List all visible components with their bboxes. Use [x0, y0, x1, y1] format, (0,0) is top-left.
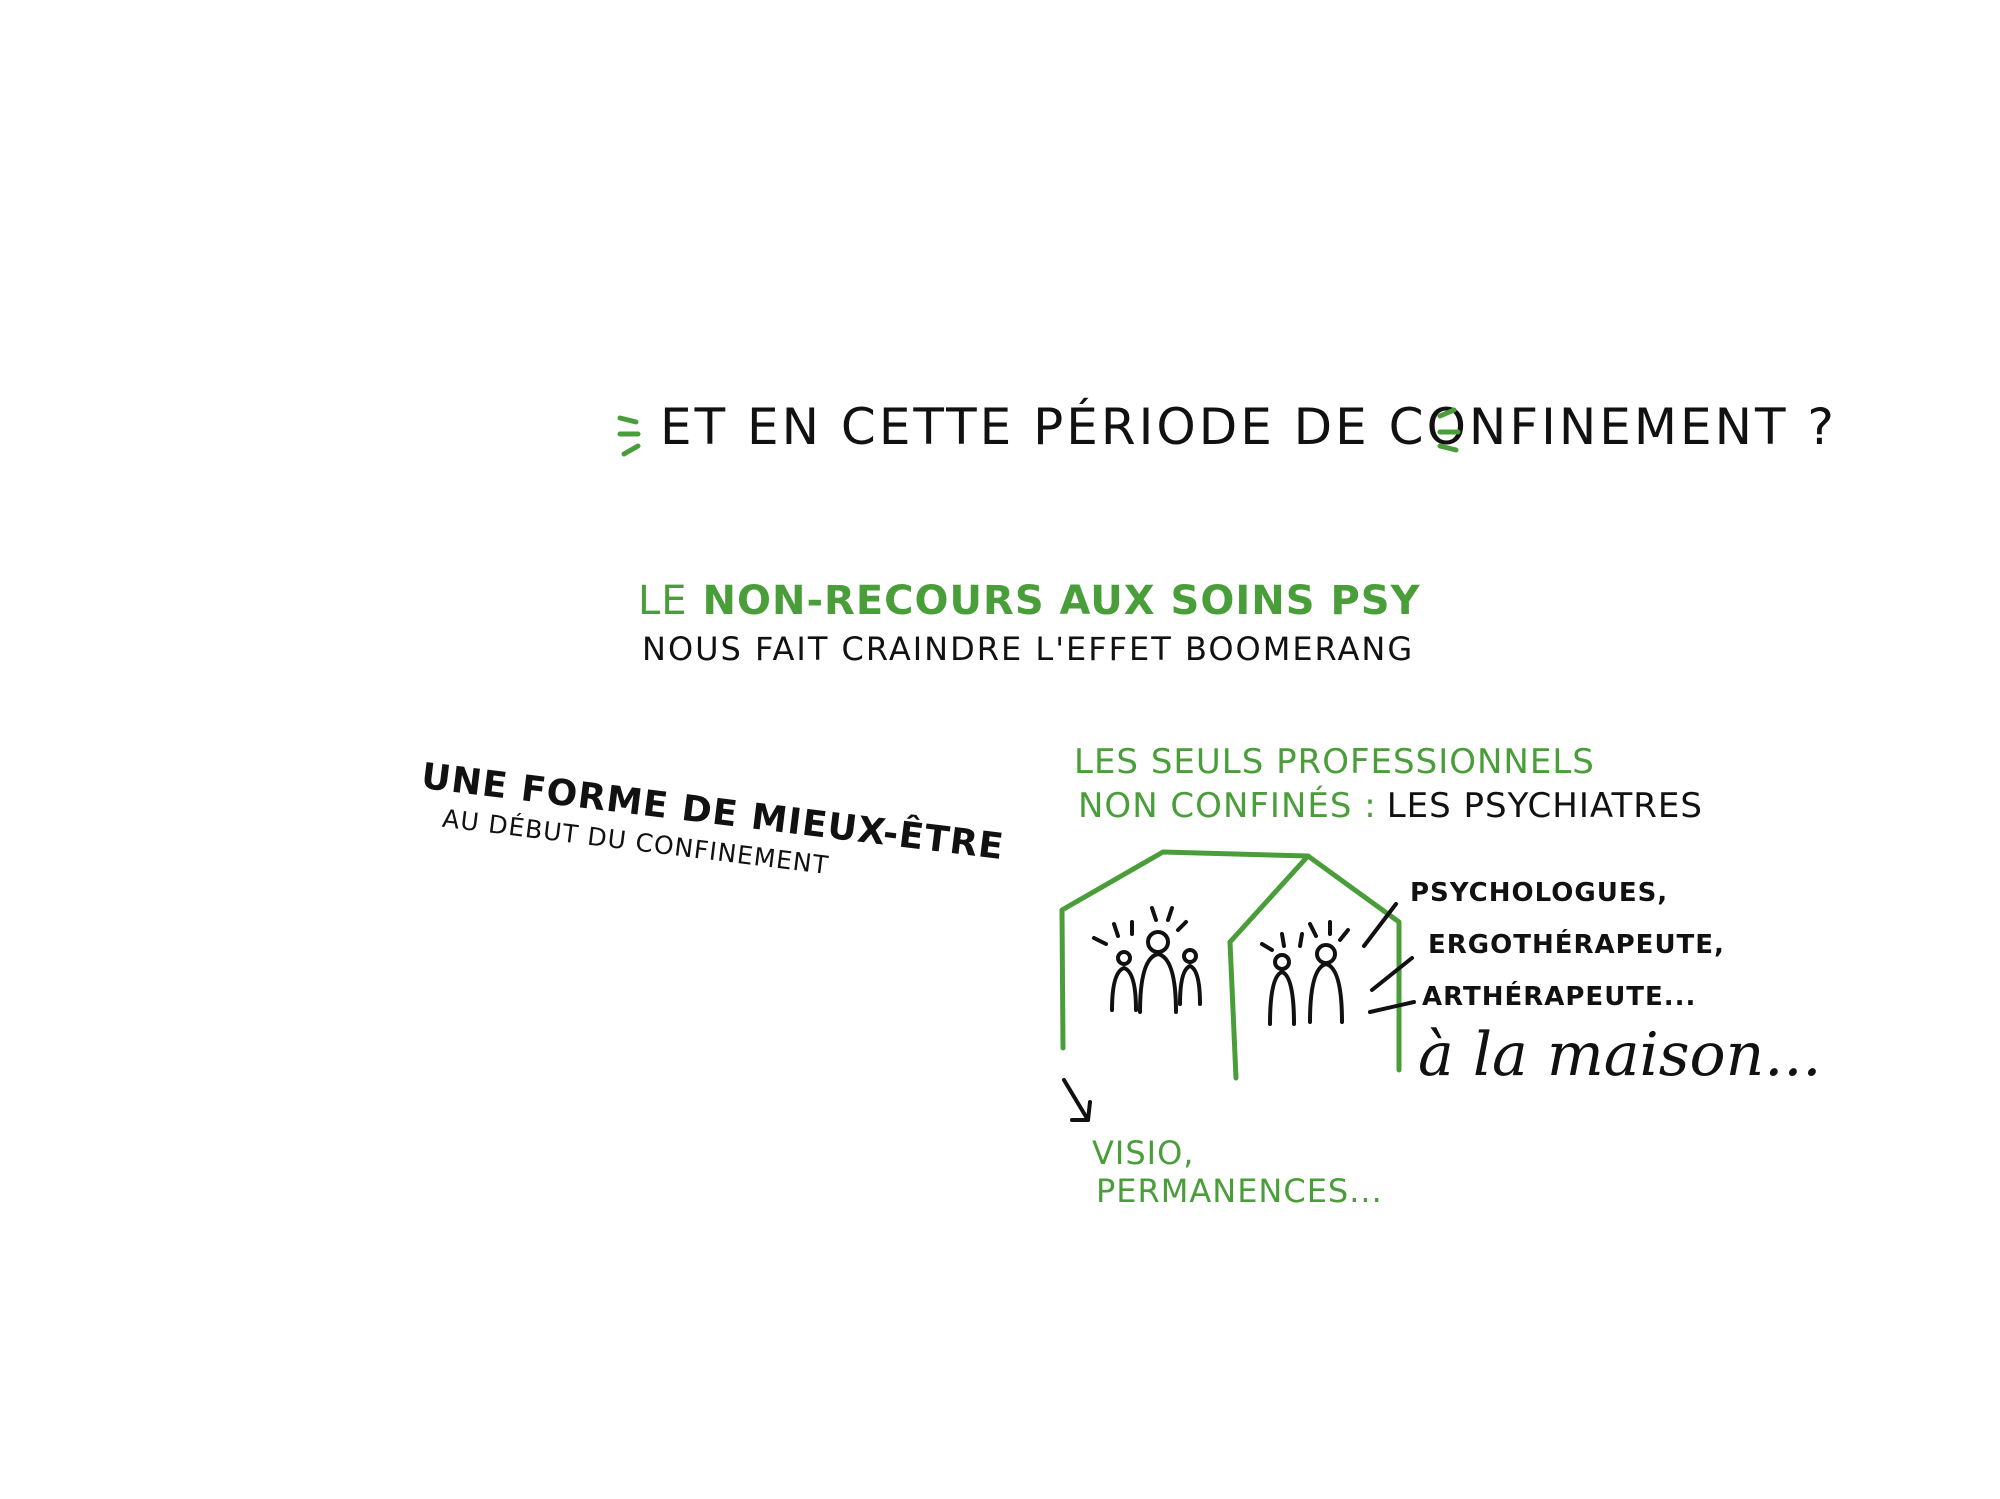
professionnels-line2: NON CONFINÉS :LES PSYCHIATRES	[1078, 786, 1703, 826]
people-icon	[1260, 920, 1350, 1026]
non-recours-heading: LE NON-RECOURS AUX SOINS PSY	[638, 578, 1421, 624]
visio-line1: VISIO,	[1092, 1134, 1195, 1172]
arrow-down-icon	[1062, 1078, 1092, 1122]
people-icon	[1092, 906, 1202, 1014]
list-item-psychologues: PSYCHOLOGUES,	[1410, 878, 1669, 908]
non-recours-prefix: LE	[638, 578, 688, 624]
emphasis-marks-icon	[1437, 407, 1461, 453]
house-icon	[1059, 849, 1402, 1081]
list-item-ergotherapeute: ERGOTHÉRAPEUTE,	[1428, 930, 1725, 960]
psychiatres-label: LES PSYCHIATRES	[1386, 786, 1703, 826]
boomerang-text: NOUS FAIT CRAINDRE L'EFFET BOOMERANG	[642, 630, 1415, 668]
professionnels-line1: LES SEULS PROFESSIONNELS	[1074, 742, 1595, 782]
list-item-artherapeute: ARTHÉRAPEUTE...	[1422, 982, 1697, 1012]
emphasis-marks-icon	[617, 415, 641, 457]
pointer-lines	[1362, 902, 1416, 1014]
a-la-maison-text: à la maison...	[1418, 1020, 1822, 1090]
non-confines-label: NON CONFINÉS :	[1078, 786, 1377, 826]
visio-line2: PERMANENCES...	[1096, 1172, 1383, 1210]
non-recours-highlight: NON-RECOURS AUX SOINS PSY	[702, 578, 1421, 624]
page-title: ET EN CETTE PÉRIODE DE CONFINEMENT ?	[660, 398, 1837, 456]
